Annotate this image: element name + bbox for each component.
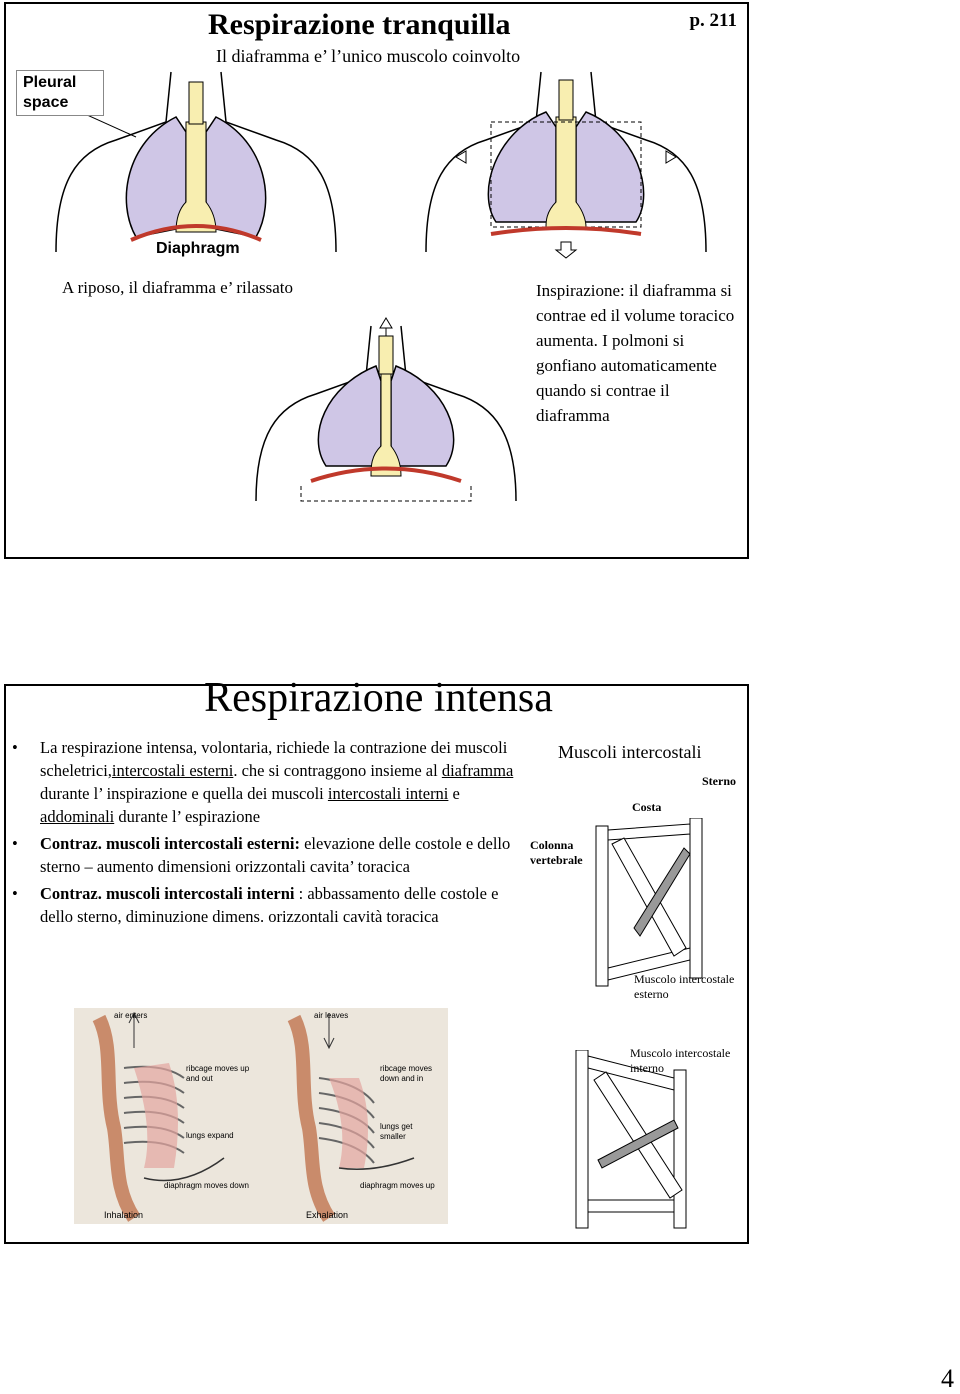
bullet-item: La respirazione intensa, volontaria, ric… xyxy=(12,736,532,828)
intercostal-internal-diagram xyxy=(575,1050,687,1229)
fig-label: Exhalation xyxy=(306,1210,349,1220)
bullet-item: Contraz. muscoli intercostali esterni: e… xyxy=(12,832,532,878)
label-sterno: Sterno xyxy=(702,774,736,788)
page-number: 4 xyxy=(941,1364,954,1393)
fig-label: air leaves xyxy=(314,1011,349,1020)
fig-label: diaphragm moves down xyxy=(164,1181,249,1190)
caption-rest: A riposo, il diaframma e’ rilassato xyxy=(62,278,294,297)
fig-label: ribcage moves up and out xyxy=(186,1064,250,1083)
label-external-muscle: Muscolo intercostale esterno xyxy=(634,972,735,1001)
lungs-inspiration-illustration xyxy=(425,71,707,259)
textbook-figure: air enters air leaves ribcage moves up a… xyxy=(74,1008,448,1224)
fig-label: Inhalation xyxy=(104,1210,144,1220)
ribcage-illustration xyxy=(92,1011,415,1222)
fig-label: ribcage moves down and in xyxy=(380,1064,433,1083)
page-reference: p. 211 xyxy=(689,10,737,31)
label-diaphragm: Diaphragm xyxy=(156,240,240,257)
slide-title: Respirazione intensa xyxy=(204,675,553,721)
intercostal-external-diagram xyxy=(595,818,703,987)
slide-title: Respirazione tranquilla xyxy=(208,8,511,41)
slide-quiet-breathing: Respirazione tranquilla Il diaframma e’ … xyxy=(4,2,749,559)
slide-forced-breathing: Respirazione intensa La respirazione int… xyxy=(4,675,749,1244)
label-internal-muscle: Muscolo intercostale interno xyxy=(630,1046,731,1075)
bullet-item: Contraz. muscoli intercostali interni : … xyxy=(12,882,532,928)
lungs-rest-illustration xyxy=(36,71,337,253)
fig-label: lungs get smaller xyxy=(380,1122,413,1141)
bullet-list: La respirazione intensa, volontaria, ric… xyxy=(12,736,532,932)
label-colonna-vertebrale: Colonna vertebrale xyxy=(530,838,583,867)
slide-subtitle: Il diaframma e’ l’unico muscolo coinvolt… xyxy=(216,46,521,66)
label-pleural-space: Pleural space xyxy=(16,70,104,116)
diagram-title: Muscoli intercostali xyxy=(558,742,702,762)
fig-label: air enters xyxy=(114,1011,148,1020)
caption-inspiration: Inspirazione: il diaframma si contrae ed… xyxy=(536,281,735,425)
label-costa: Costa xyxy=(632,800,662,814)
lungs-expanded-illustration xyxy=(255,317,517,502)
fig-label: diaphragm moves up xyxy=(360,1181,435,1190)
fig-label: lungs expand xyxy=(186,1131,234,1140)
